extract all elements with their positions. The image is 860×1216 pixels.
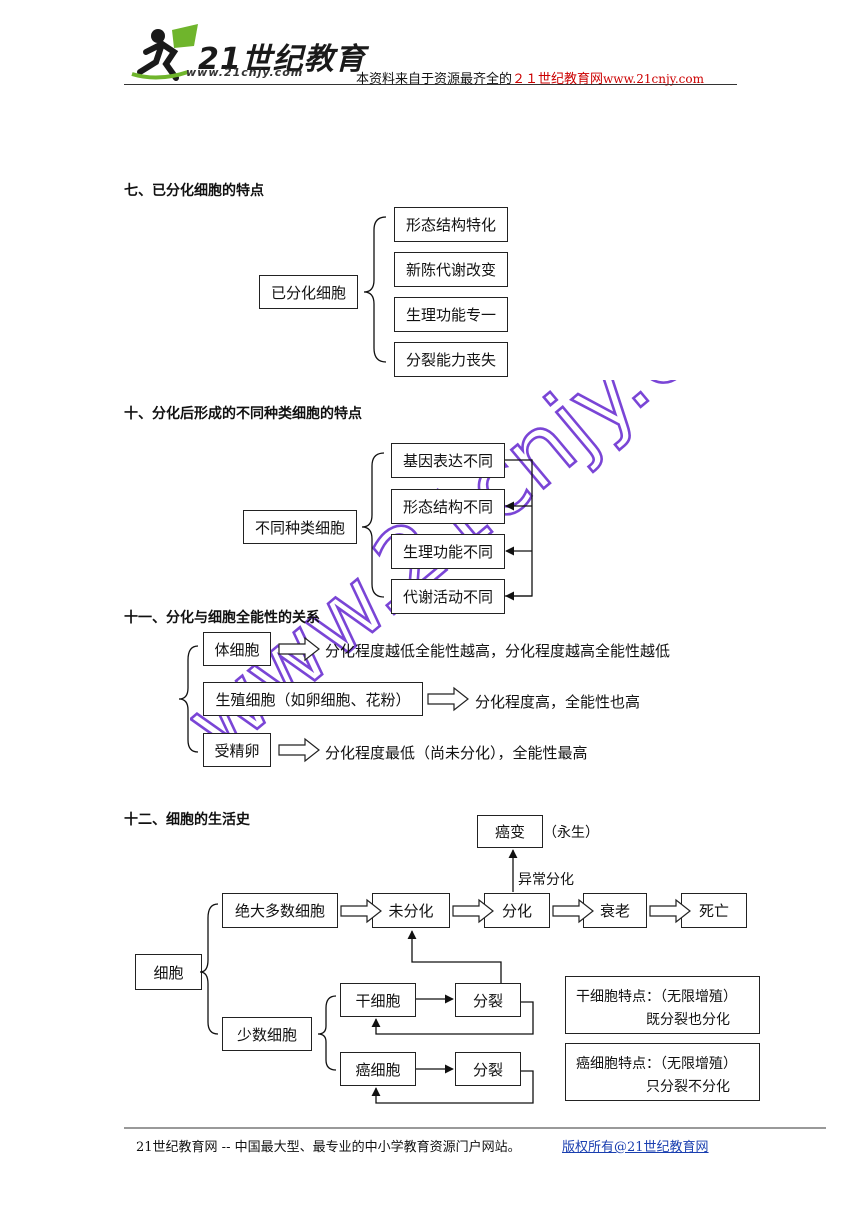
footer-copyright-link[interactable]: 版权所有@21世纪教育网	[562, 1140, 709, 1155]
lifecycle-diff-box: 分化	[484, 893, 550, 928]
stem-note-box: 干细胞特点：（无限增殖） 既分裂也分化	[565, 976, 760, 1034]
lifecycle-stem-divide-box: 分裂	[455, 983, 521, 1017]
section10-item-box: 生理功能不同	[391, 534, 505, 569]
cancer-note-box: 癌细胞特点：（无限增殖） 只分裂不分化	[565, 1043, 760, 1101]
section11-germ-desc: 分化程度高，全能性也高	[475, 693, 641, 711]
source-url[interactable]: www.21cnjy.com	[603, 72, 704, 86]
logo-runner-icon	[131, 24, 198, 81]
lifecycle-aging-box: 衰老	[583, 893, 647, 928]
section10-heading: 十、分化后形成的不同种类细胞的特点	[124, 406, 362, 422]
lifecycle-death-box: 死亡	[681, 893, 747, 928]
section10-item-box: 代谢活动不同	[391, 579, 505, 614]
lifecycle-cancer-cell-box: 癌细胞	[340, 1052, 416, 1086]
cancer-note-line1: 癌细胞特点：（无限增殖）	[576, 1056, 737, 1072]
section11-brace	[178, 645, 199, 753]
section10-brace	[361, 452, 385, 598]
section12-heading: 十二、细胞的生活史	[124, 812, 250, 828]
section7-item-box: 生理功能专一	[394, 297, 508, 332]
logo-url: www.21cnjy.com	[186, 66, 304, 79]
lifecycle-minority-box: 少数细胞	[222, 1017, 312, 1051]
lifecycle-stem-box: 干细胞	[340, 983, 416, 1017]
section10-item-box: 基因表达不同	[391, 443, 505, 478]
footer-left: 21世纪教育网 -- 中国最大型、最专业的中小学教育资源门户网站。	[136, 1140, 521, 1155]
source-prefix: 本资料来自于资源最齐全的	[356, 72, 513, 87]
section11-zygote-box: 受精卵	[203, 733, 271, 767]
section11-heading: 十一、分化与细胞全能性的关系	[124, 610, 320, 626]
section7-root-box: 已分化细胞	[259, 275, 358, 309]
cancer-note-line2: 只分裂不分化	[646, 1079, 730, 1095]
lifecycle-undiff-box: 未分化	[372, 893, 450, 928]
logo-text: 21世纪教育	[198, 42, 366, 77]
lifecycle-abnormal-label: 异常分化	[518, 872, 574, 888]
lifecycle-cancer-note: （永生）	[543, 825, 599, 841]
lifecycle-cancer-box: 癌变	[477, 815, 543, 848]
header-divider	[124, 84, 737, 85]
header-source-line: 本资料来自于资源最齐全的２１世纪教育网www.21cnjy.com	[356, 68, 704, 87]
section11-zygote-desc: 分化程度最低（尚未分化），全能性最高	[325, 744, 588, 762]
lifecycle-majority-box: 绝大多数细胞	[222, 893, 338, 928]
section7-item-box: 形态结构特化	[394, 207, 508, 242]
section10-feedback-line	[505, 459, 533, 597]
source-site: ２１世纪教育网	[512, 72, 604, 87]
section11-somatic-box: 体细胞	[203, 632, 271, 666]
lifecycle-cell-box: 细胞	[135, 954, 202, 990]
section7-heading: 七、已分化细胞的特点	[124, 183, 264, 199]
section7-brace	[363, 216, 387, 363]
section11-somatic-desc: 分化程度越低全能性越高，分化程度越高全能性越低	[325, 642, 671, 660]
lifecycle-cancer-divide-box: 分裂	[455, 1052, 521, 1086]
stem-note-line2: 既分裂也分化	[646, 1012, 730, 1028]
section7-item-box: 分裂能力丧失	[394, 342, 508, 377]
lifecycle-main-brace	[199, 903, 219, 1035]
lifecycle-minority-brace	[317, 995, 337, 1071]
section7-item-box: 新陈代谢改变	[394, 252, 508, 287]
stem-note-line1: 干细胞特点：（无限增殖）	[576, 989, 737, 1005]
section11-germ-box: 生殖细胞（如卵细胞、花粉）	[203, 682, 423, 716]
section10-item-box: 形态结构不同	[391, 489, 505, 524]
section10-root-box: 不同种类细胞	[243, 510, 357, 544]
